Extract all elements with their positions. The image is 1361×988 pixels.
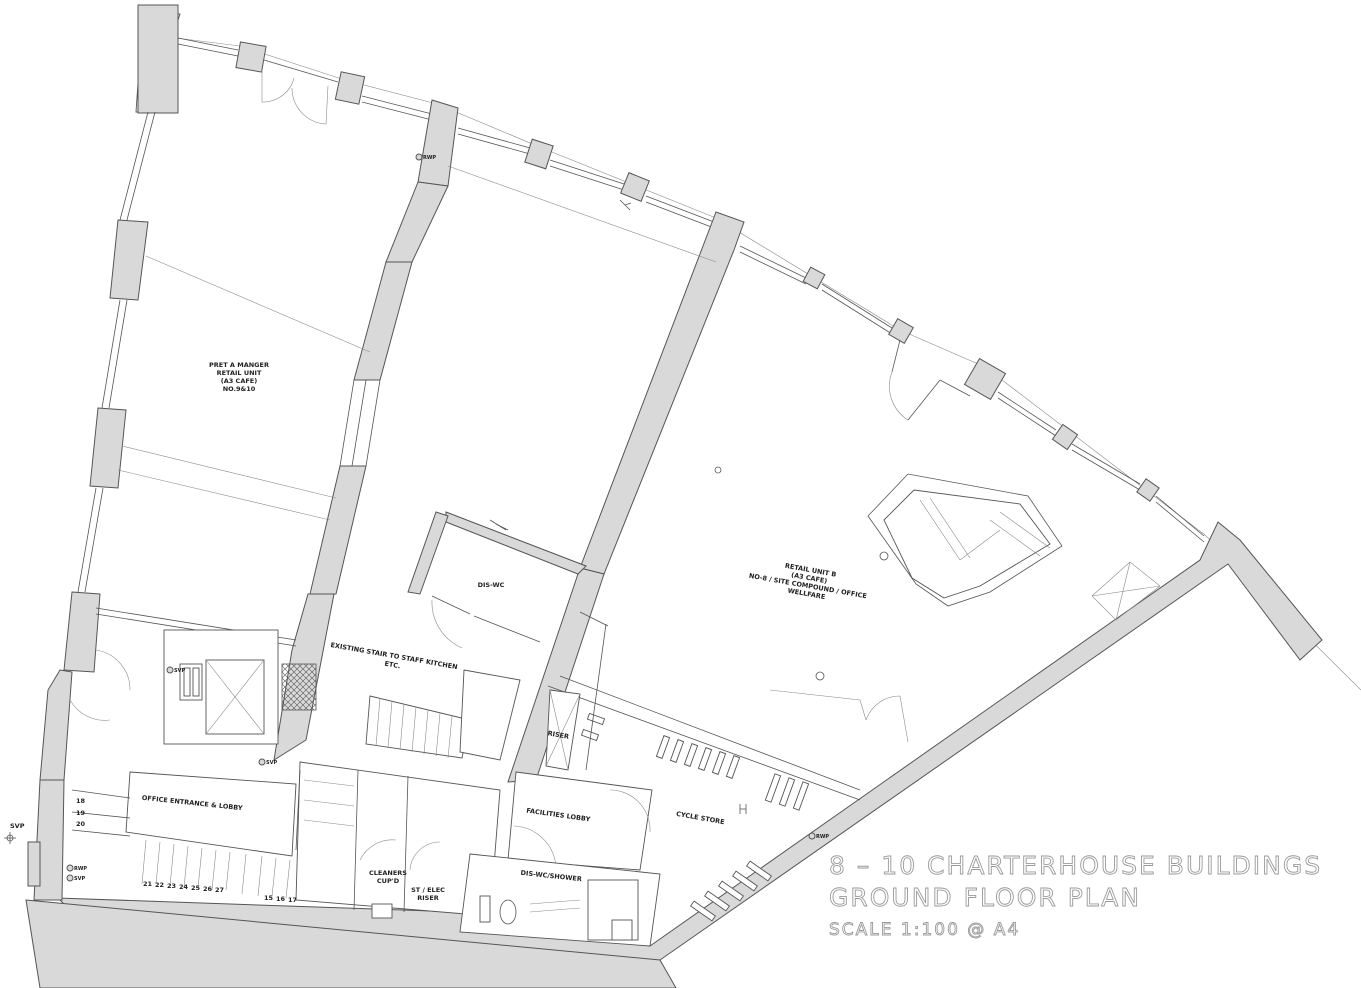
title-block: 8 – 10 CHARTERHOUSE BUILDINGS GROUND FLO…: [829, 851, 1322, 941]
cleaners-label-2: CUP'D: [377, 877, 400, 885]
bike-racks-upper: [655, 735, 810, 811]
stair-num-16: 16: [276, 895, 286, 903]
rwp-east: RWP: [816, 834, 829, 840]
cycle-store: [545, 611, 861, 922]
stair-num-18: 18: [76, 797, 86, 805]
pret-label-4: NO.9&10: [223, 385, 256, 393]
riser-label: RISER: [547, 729, 570, 741]
office-lobby: [69, 649, 297, 899]
svp-sw: SVP: [74, 876, 85, 882]
stair-num-27: 27: [215, 886, 224, 894]
rwp-north: RWP: [423, 155, 436, 161]
dis-wc-label: DIS-WC: [478, 581, 505, 589]
dis-wc-room: [407, 511, 587, 649]
drawing-title: 8 – 10 CHARTERHOUSE BUILDINGS: [829, 851, 1322, 880]
stair-label-2: ETC.: [384, 660, 401, 671]
north-facade: [177, 37, 715, 229]
cycle-store-label: CYCLE STORE: [676, 810, 726, 826]
cleaners-label-1: CLEANERS: [369, 869, 407, 877]
svp-external: SVP: [10, 822, 25, 830]
st-elec-label-2: RISER: [417, 894, 439, 902]
service-rooms: [295, 761, 661, 947]
stair-num-20: 20: [76, 820, 86, 828]
drawing-scale: SCALE 1:100 @ A4: [829, 920, 1020, 940]
drawing-subtitle: GROUND FLOOR PLAN: [829, 883, 1141, 912]
svp-symbols: [4, 153, 816, 882]
unit-dividing-wall: [507, 211, 745, 783]
pret-label-1: PRET A MANGER: [209, 361, 269, 369]
west-facade-wall: [39, 4, 181, 781]
pret-label-2: RETAIL UNIT: [217, 369, 262, 377]
retail-b-stair-void: [714, 466, 1161, 743]
stair-num-23: 23: [167, 882, 176, 890]
lift-core: [163, 629, 317, 745]
fixture-annotations: SVP RWP SVP SVP RWP SVP RWP: [10, 155, 829, 882]
stair-num-19: 19: [76, 809, 86, 817]
stair-num-17: 17: [288, 896, 297, 904]
stair-num-24: 24: [179, 883, 189, 891]
east-facade: [739, 245, 1205, 543]
existing-stair: [365, 669, 521, 761]
stair-numbers: 18 19 20 21 22 23 24 25 26 27 15 16 17: [76, 797, 297, 904]
svp-lobby: SVP: [266, 760, 277, 766]
svp-core: SVP: [174, 668, 185, 674]
stair-num-21: 21: [143, 880, 153, 888]
bike-racks-lower: [690, 860, 772, 922]
pret-label-3: (A3 CAFE): [221, 377, 257, 385]
stair-num-26: 26: [203, 885, 213, 893]
rwp-sw: RWP: [74, 866, 87, 872]
stair-num-22: 22: [155, 881, 164, 889]
st-elec-label-1: ST / ELEC: [411, 886, 445, 894]
stair-num-25: 25: [191, 884, 201, 892]
stair-num-15: 15: [264, 894, 274, 902]
